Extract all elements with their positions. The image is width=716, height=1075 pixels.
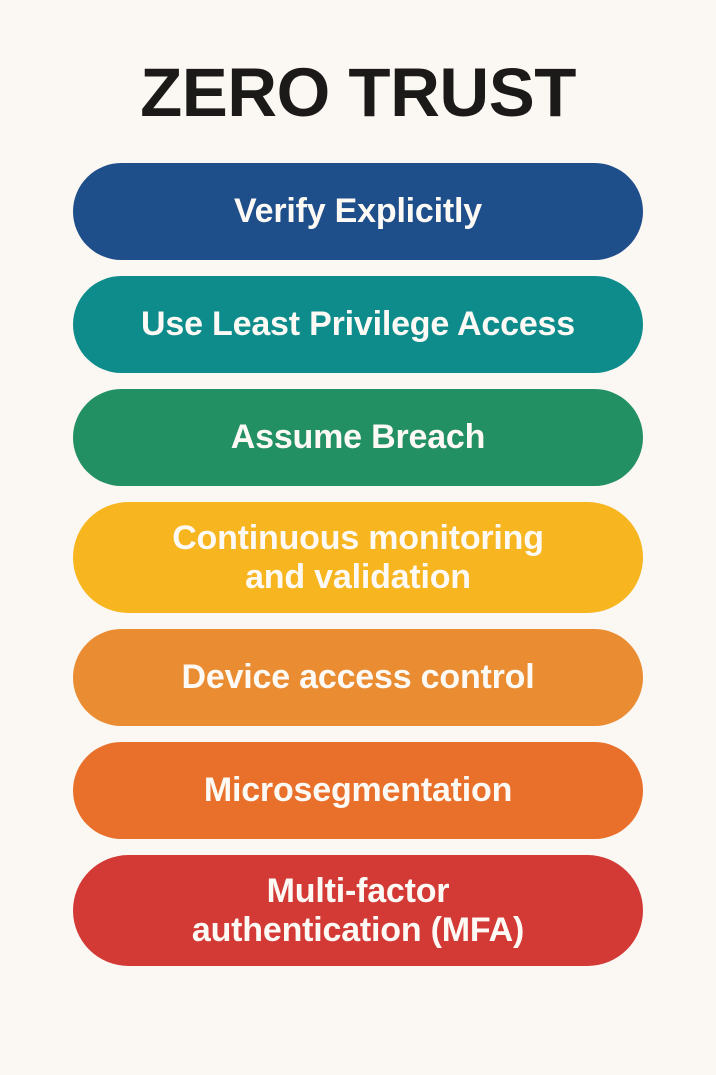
principle-label: Verify Explicitly [234, 192, 482, 231]
principle-label: Device access control [181, 658, 535, 697]
principles-list: Verify Explicitly Use Least Privilege Ac… [73, 163, 643, 966]
list-item: Use Least Privilege Access [73, 276, 643, 373]
list-item: Multi-factor authentication (MFA) [73, 855, 643, 966]
list-item: Microsegmentation [73, 742, 643, 839]
principle-label: Microsegmentation [203, 771, 513, 810]
principle-label: Multi-factor authentication (MFA) [191, 871, 525, 949]
list-item: Device access control [73, 629, 643, 726]
list-item: Assume Breach [73, 389, 643, 486]
principle-label: Assume Breach [230, 418, 486, 457]
principle-label: Use Least Privilege Access [141, 305, 575, 344]
principle-label: Continuous monitoring and validation [172, 518, 544, 596]
list-item: Verify Explicitly [73, 163, 643, 260]
list-item: Continuous monitoring and validation [73, 502, 643, 613]
page-title: ZERO TRUST [140, 54, 576, 131]
